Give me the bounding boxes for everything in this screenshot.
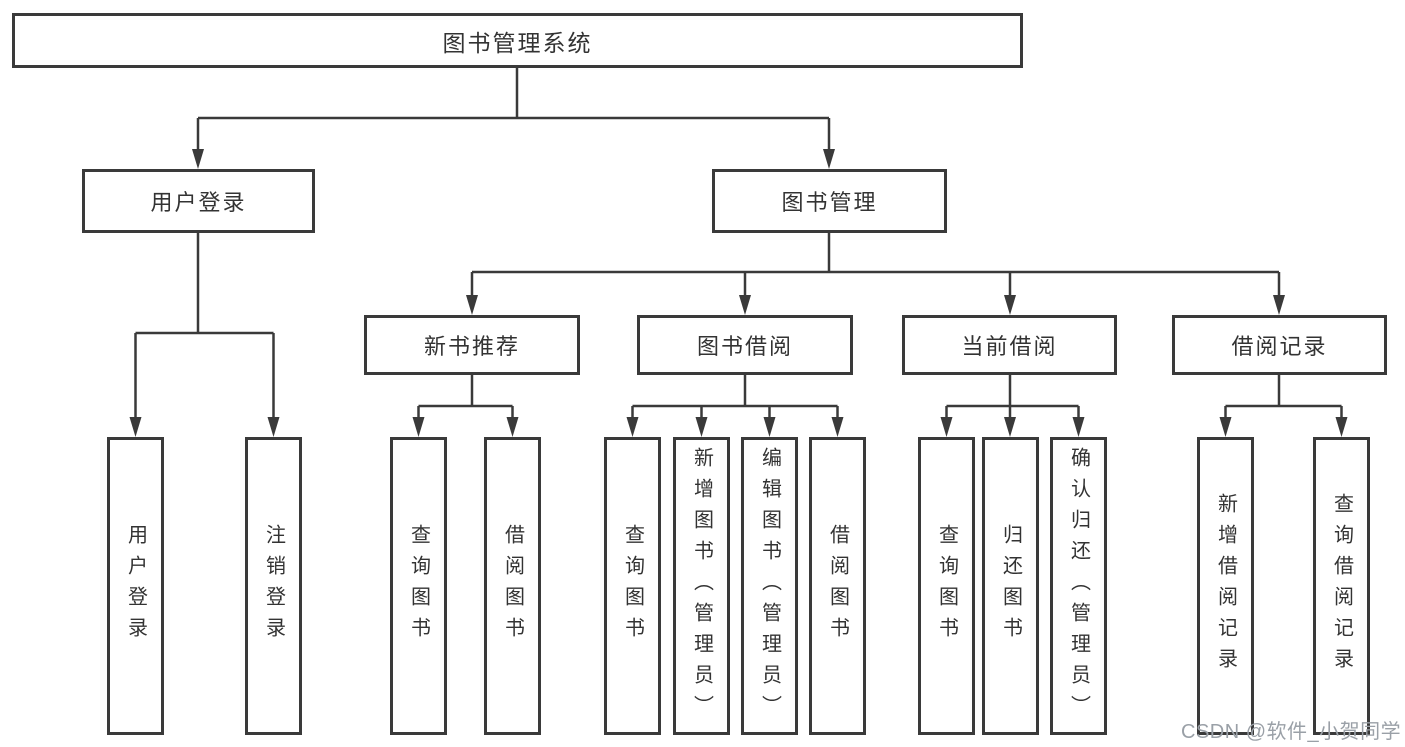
node-book-management: 图书管理: [712, 169, 947, 233]
leaf-borrow-books: 借阅图书: [809, 437, 866, 735]
leaf-add-books-admin: 新增图书（管理员）: [673, 437, 730, 735]
node-book-borrow: 图书借阅: [637, 315, 853, 375]
arrowhead-icons: [129, 149, 1348, 437]
leaf-query-books-current: 查询图书: [918, 437, 975, 735]
node-current-borrow: 当前借阅: [902, 315, 1117, 375]
leaf-query-books-recommend: 查询图书: [390, 437, 447, 735]
node-user-login: 用户登录: [82, 169, 315, 233]
node-new-book-recommend: 新书推荐: [364, 315, 580, 375]
leaf-query-books-borrow: 查询图书: [604, 437, 661, 735]
leaf-confirm-return-admin: 确认归还（管理员）: [1050, 437, 1107, 735]
leaf-add-borrow-record: 新增借阅记录: [1197, 437, 1254, 735]
leaf-query-borrow-record: 查询借阅记录: [1313, 437, 1370, 735]
leaf-logout: 注销登录: [245, 437, 302, 735]
leaf-borrow-books-recommend: 借阅图书: [484, 437, 541, 735]
leaf-edit-books-admin: 编辑图书（管理员）: [741, 437, 798, 735]
leaf-return-books: 归还图书: [982, 437, 1039, 735]
node-borrow-records: 借阅记录: [1172, 315, 1387, 375]
leaf-user-login: 用户登录: [107, 437, 164, 735]
node-library-management-system: 图书管理系统: [12, 13, 1023, 68]
csdn-watermark: CSDN @软件_小贺同学: [1181, 721, 1402, 743]
